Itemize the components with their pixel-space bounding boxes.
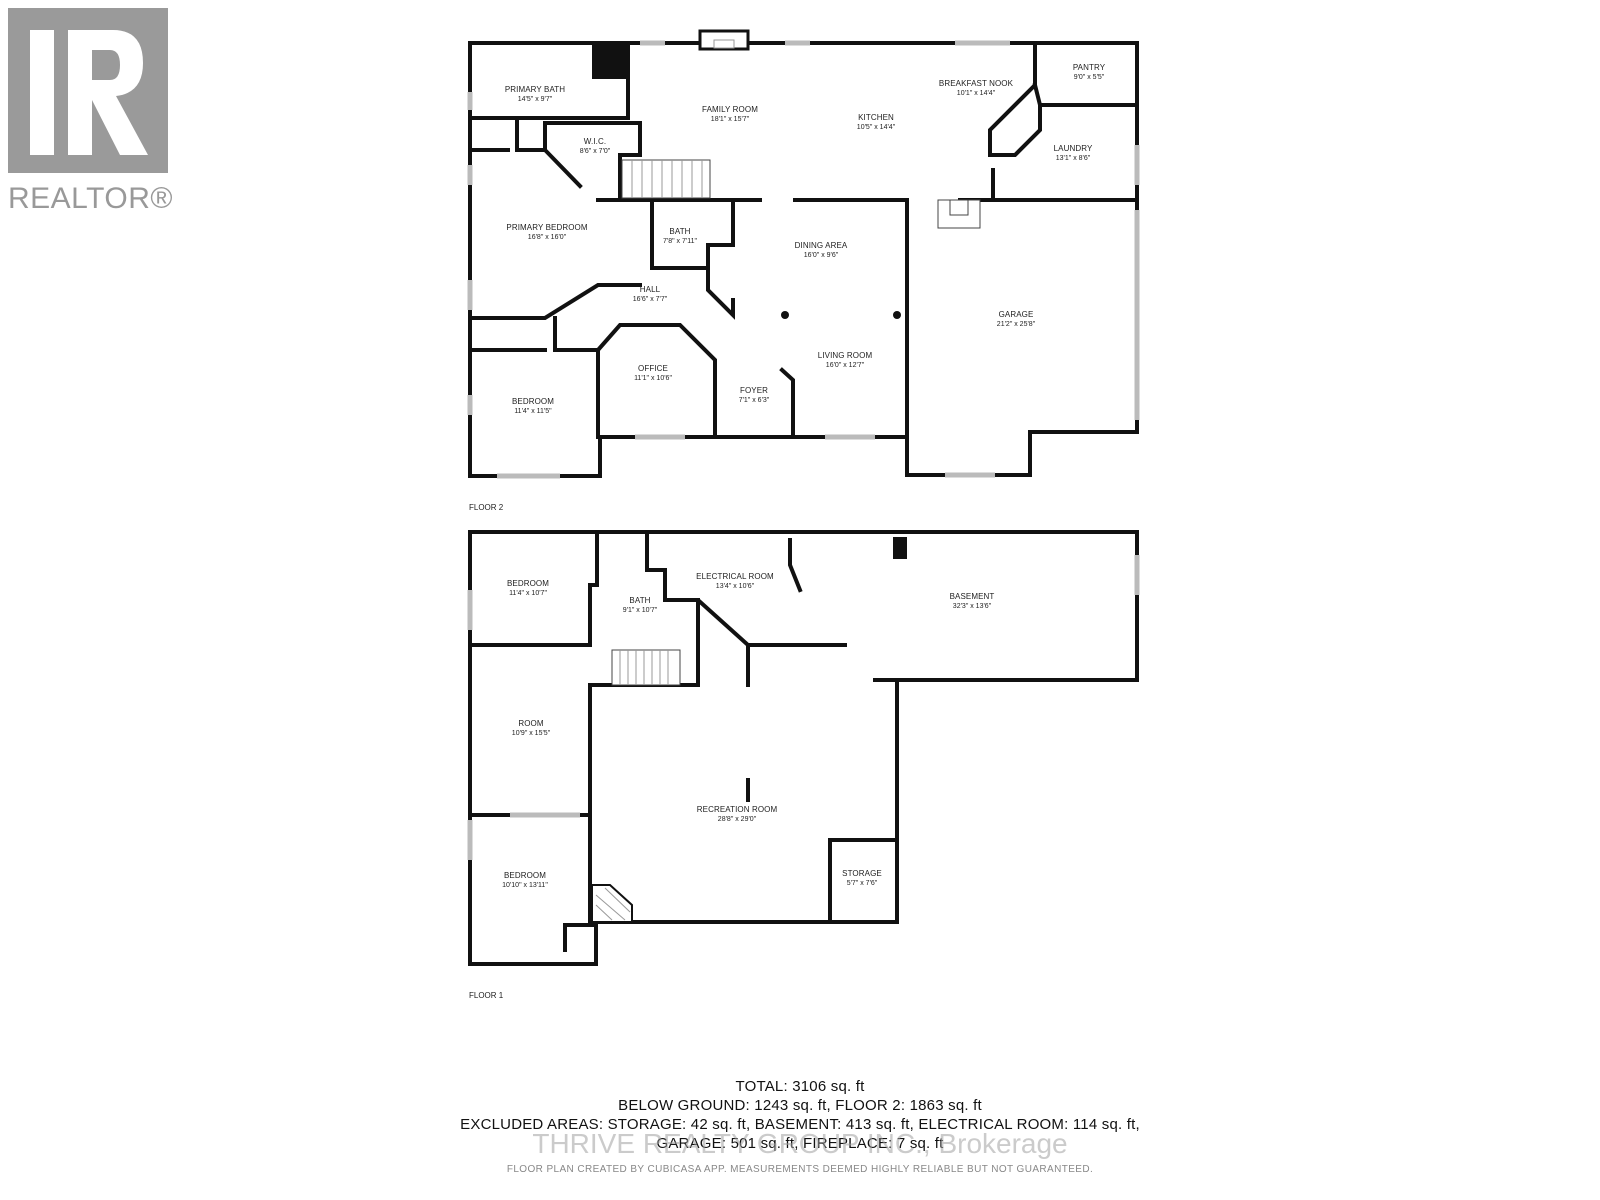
excluded-areas: EXCLUDED AREAS: STORAGE: 42 sq. ft, BASE… xyxy=(460,1116,1140,1133)
room-name-primary-bedroom: PRIMARY BEDROOM xyxy=(506,223,587,232)
room-dims-bedroom-2: 11'4" x 11'5" xyxy=(514,408,552,415)
room-name-electrical-room: ELECTRICAL ROOM xyxy=(696,572,774,581)
room-dims-laundry: 13'1" x 8'6" xyxy=(1056,155,1091,162)
floor-2-plan xyxy=(467,29,1140,479)
room-name-living-room: LIVING ROOM xyxy=(818,351,873,360)
room-dims-living-room: 16'0" x 12'7" xyxy=(826,362,865,369)
room-name-primary-bath: PRIMARY BATH xyxy=(505,85,565,94)
room-name-hall: HALL xyxy=(640,285,661,294)
room-name-bath-1: BATH xyxy=(629,596,650,605)
room-name-garage: GARAGE xyxy=(999,310,1034,319)
room-dims-garage: 21'2" x 25'8" xyxy=(997,321,1036,328)
room-name-wic: W.I.C. xyxy=(584,137,606,146)
room-name-bedroom-1a: BEDROOM xyxy=(507,579,549,588)
room-name-foyer: FOYER xyxy=(740,386,768,395)
room-name-bath-2: BATH xyxy=(669,227,690,236)
room-dims-bedroom-1b: 10'10" x 13'11" xyxy=(502,882,548,889)
room-dims-primary-bath: 14'5" x 9'7" xyxy=(518,96,553,103)
room-name-pantry: PANTRY xyxy=(1073,63,1106,72)
room-dims-recreation-room: 28'8" x 29'0" xyxy=(718,816,757,823)
room-dims-wic: 8'6" x 7'0" xyxy=(580,148,611,155)
disclaimer: FLOOR PLAN CREATED BY CUBICASA APP. MEAS… xyxy=(506,1164,1094,1175)
area-breakdown: BELOW GROUND: 1243 sq. ft, FLOOR 2: 1863… xyxy=(618,1097,982,1114)
room-dims-basement: 32'3" x 13'6" xyxy=(953,603,992,610)
room-dims-breakfast-nook: 10'1" x 14'4" xyxy=(957,90,996,97)
excluded-areas-continued: GARAGE: 501 sq. ft, FIREPLACE: 7 sq. ft xyxy=(656,1135,944,1152)
floor-1-label: FLOOR 1 xyxy=(469,991,504,1000)
room-name-laundry: LAUNDRY xyxy=(1054,144,1093,153)
room-dims-primary-bedroom: 16'8" x 16'0" xyxy=(528,234,567,241)
room-dims-office: 11'1" x 10'6" xyxy=(634,375,672,382)
room-name-recreation-room: RECREATION ROOM xyxy=(697,805,778,814)
room-name-office: OFFICE xyxy=(638,364,668,373)
fireplace-floor1 xyxy=(591,884,633,923)
room-name-breakfast-nook: BREAKFAST NOOK xyxy=(939,79,1014,88)
room-dims-pantry: 9'0" x 5'5" xyxy=(1074,74,1105,81)
room-name-bedroom-1b: BEDROOM xyxy=(504,871,546,880)
room-dims-storage: 5'7" x 7'6" xyxy=(847,880,878,887)
realtor-logo-text: REALTOR® xyxy=(8,182,173,215)
room-dims-room: 10'9" x 15'5" xyxy=(512,730,551,737)
room-name-bedroom-2: BEDROOM xyxy=(512,397,554,406)
room-dims-family-room: 18'1" x 15'7" xyxy=(711,116,750,123)
floor-2-label: FLOOR 2 xyxy=(469,503,504,512)
room-dims-hall: 16'6" x 7'7" xyxy=(633,296,668,303)
room-name-basement: BASEMENT xyxy=(950,592,995,601)
room-dims-bath-1: 9'1" x 10'7" xyxy=(623,607,658,614)
room-name-kitchen: KITCHEN xyxy=(858,113,894,122)
brokerage-watermark: THRIVE REALTY GROUP INC., Brokerage xyxy=(532,1128,1068,1159)
room-name-room: ROOM xyxy=(518,719,544,728)
floor-1-plan xyxy=(467,530,1140,966)
room-name-storage: STORAGE xyxy=(842,869,882,878)
stairs-floor2 xyxy=(621,159,711,199)
stairs-floor1 xyxy=(611,649,681,686)
room-dims-kitchen: 10'5" x 14'4" xyxy=(857,124,896,131)
realtor-logo: REALTOR® xyxy=(8,8,173,215)
room-dims-bedroom-1a: 11'4" x 10'7" xyxy=(509,590,547,597)
room-name-family-room: FAMILY ROOM xyxy=(702,105,758,114)
total-area: TOTAL: 3106 sq. ft xyxy=(735,1078,865,1095)
room-dims-dining-area: 16'0" x 9'6" xyxy=(804,252,839,259)
room-dims-bath-2: 7'8" x 7'11" xyxy=(663,238,697,245)
room-name-dining-area: DINING AREA xyxy=(795,241,848,250)
room-dims-electrical-room: 13'4" x 10'6" xyxy=(716,583,755,590)
room-dims-foyer: 7'1" x 6'3" xyxy=(739,397,770,404)
